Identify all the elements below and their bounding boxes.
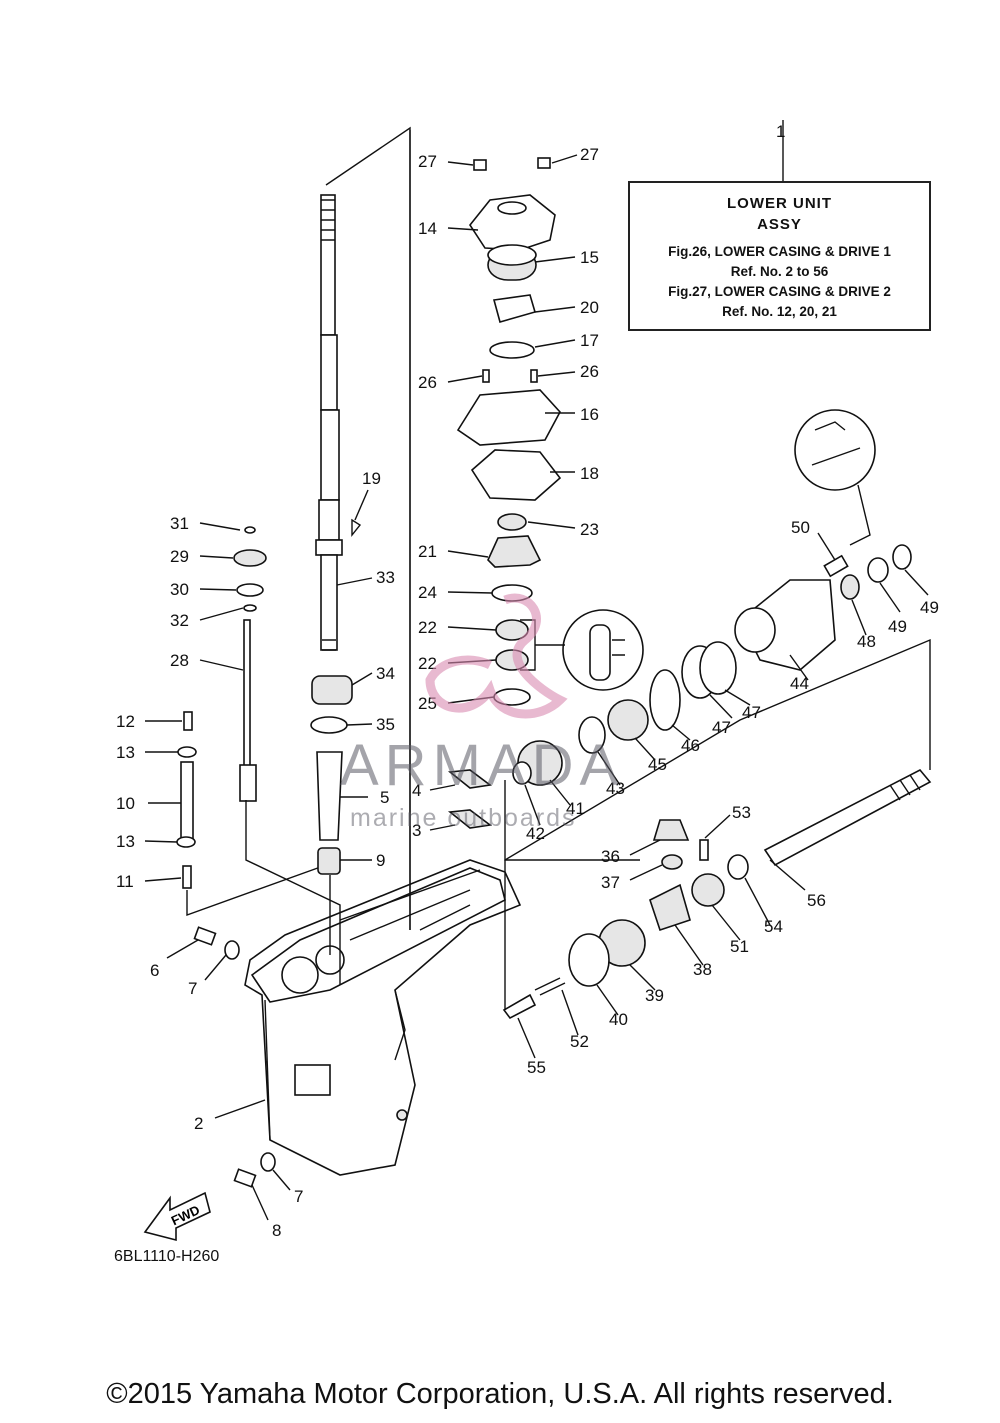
fwd-arrow: FWD <box>143 1191 211 1242</box>
assembly-title-line2: ASSY <box>757 216 802 233</box>
callout-32: 32 <box>170 611 189 630</box>
callout-15: 15 <box>580 248 599 267</box>
callout-11: 11 <box>116 872 134 891</box>
callout-48: 48 <box>857 632 876 651</box>
callout-29: 29 <box>170 547 189 566</box>
callout-26b: 26 <box>580 362 599 381</box>
callout-26a: 26 <box>418 373 437 392</box>
callout-16: 16 <box>580 405 599 424</box>
callout-23: 23 <box>580 520 599 539</box>
callout-38: 38 <box>693 960 712 979</box>
callout-5: 5 <box>380 788 389 807</box>
callout-12: 12 <box>116 712 135 731</box>
callout-47b: 47 <box>712 718 731 737</box>
callout-27a: 27 <box>418 152 437 171</box>
callout-34: 34 <box>376 664 395 683</box>
callout-52: 52 <box>570 1032 589 1051</box>
callout-28: 28 <box>170 651 189 670</box>
callout-21: 21 <box>418 542 437 561</box>
watermark-subtitle: marine outboards <box>350 804 577 832</box>
assembly-ref-line: Ref. No. 12, 20, 21 <box>722 304 837 319</box>
callout-24: 24 <box>418 583 437 602</box>
watermark-logo <box>425 593 568 719</box>
callout-4: 4 <box>412 781 421 800</box>
callout-49b: 49 <box>920 598 939 617</box>
lower-casing-part <box>244 859 522 1176</box>
copyright-notice: ©2015 Yamaha Motor Corporation, U.S.A. A… <box>106 1378 894 1410</box>
callout-19: 19 <box>362 469 381 488</box>
assembly-ref-line: Ref. No. 2 to 56 <box>730 264 829 279</box>
diagram-code: 6BL1110-H260 <box>114 1248 220 1265</box>
callout-7b: 7 <box>294 1187 303 1206</box>
watermark-name: ARMADA <box>340 733 625 798</box>
callout-13b: 13 <box>116 832 135 851</box>
callout-36: 36 <box>601 847 620 866</box>
callout-51: 51 <box>730 937 749 956</box>
leader-lines <box>144 120 929 1221</box>
callout-2: 2 <box>194 1114 203 1133</box>
callout-39: 39 <box>645 986 664 1005</box>
callout-55: 55 <box>527 1058 546 1077</box>
callout-20: 20 <box>580 298 599 317</box>
callout-27b: 27 <box>580 145 599 164</box>
callout-46: 46 <box>681 736 700 755</box>
assembly-reference-box: LOWER UNIT ASSY Fig.26, LOWER CASING & D… <box>628 181 931 331</box>
water-pump-stack <box>456 157 562 706</box>
callout-49a: 49 <box>888 617 907 636</box>
callout-47a: 47 <box>742 703 761 722</box>
callout-7a: 7 <box>188 979 197 998</box>
callout-45: 45 <box>648 755 667 774</box>
callout-53: 53 <box>732 803 751 822</box>
shift-rod-part <box>239 619 341 985</box>
callout-30: 30 <box>170 580 189 599</box>
drive-shaft-part <box>315 194 362 651</box>
callout-37: 37 <box>601 873 620 892</box>
callout-56: 56 <box>807 891 826 910</box>
callout-18: 18 <box>580 464 599 483</box>
callout-44: 44 <box>790 674 809 693</box>
assembly-ref-line: Fig.27, LOWER CASING & DRIVE 2 <box>668 284 891 299</box>
callout-1: 1 <box>776 122 785 141</box>
callout-31: 31 <box>170 514 189 533</box>
assembly-ref-line: Fig.26, LOWER CASING & DRIVE 1 <box>668 244 891 259</box>
callout-42: 42 <box>526 824 545 843</box>
callout-33: 33 <box>376 568 395 587</box>
callout-22b: 22 <box>418 654 437 673</box>
callout-35: 35 <box>376 715 395 734</box>
callout-6: 6 <box>150 961 159 980</box>
callout-43: 43 <box>606 779 625 798</box>
callout-17: 17 <box>580 331 599 350</box>
callout-22a: 22 <box>418 618 437 637</box>
callout-40: 40 <box>609 1010 628 1029</box>
callout-41: 41 <box>566 799 585 818</box>
callout-13a: 13 <box>116 743 135 762</box>
callout-8: 8 <box>272 1221 281 1240</box>
callout-54: 54 <box>764 917 783 936</box>
callout-3: 3 <box>412 821 421 840</box>
assembly-title-line1: LOWER UNIT <box>727 195 832 212</box>
callout-10: 10 <box>116 794 135 813</box>
callout-numbers: 27 27 14 15 20 17 26 26 16 18 19 31 29 3… <box>116 122 939 1240</box>
callout-50: 50 <box>791 518 810 537</box>
callout-9: 9 <box>376 851 385 870</box>
callout-14: 14 <box>418 219 437 238</box>
